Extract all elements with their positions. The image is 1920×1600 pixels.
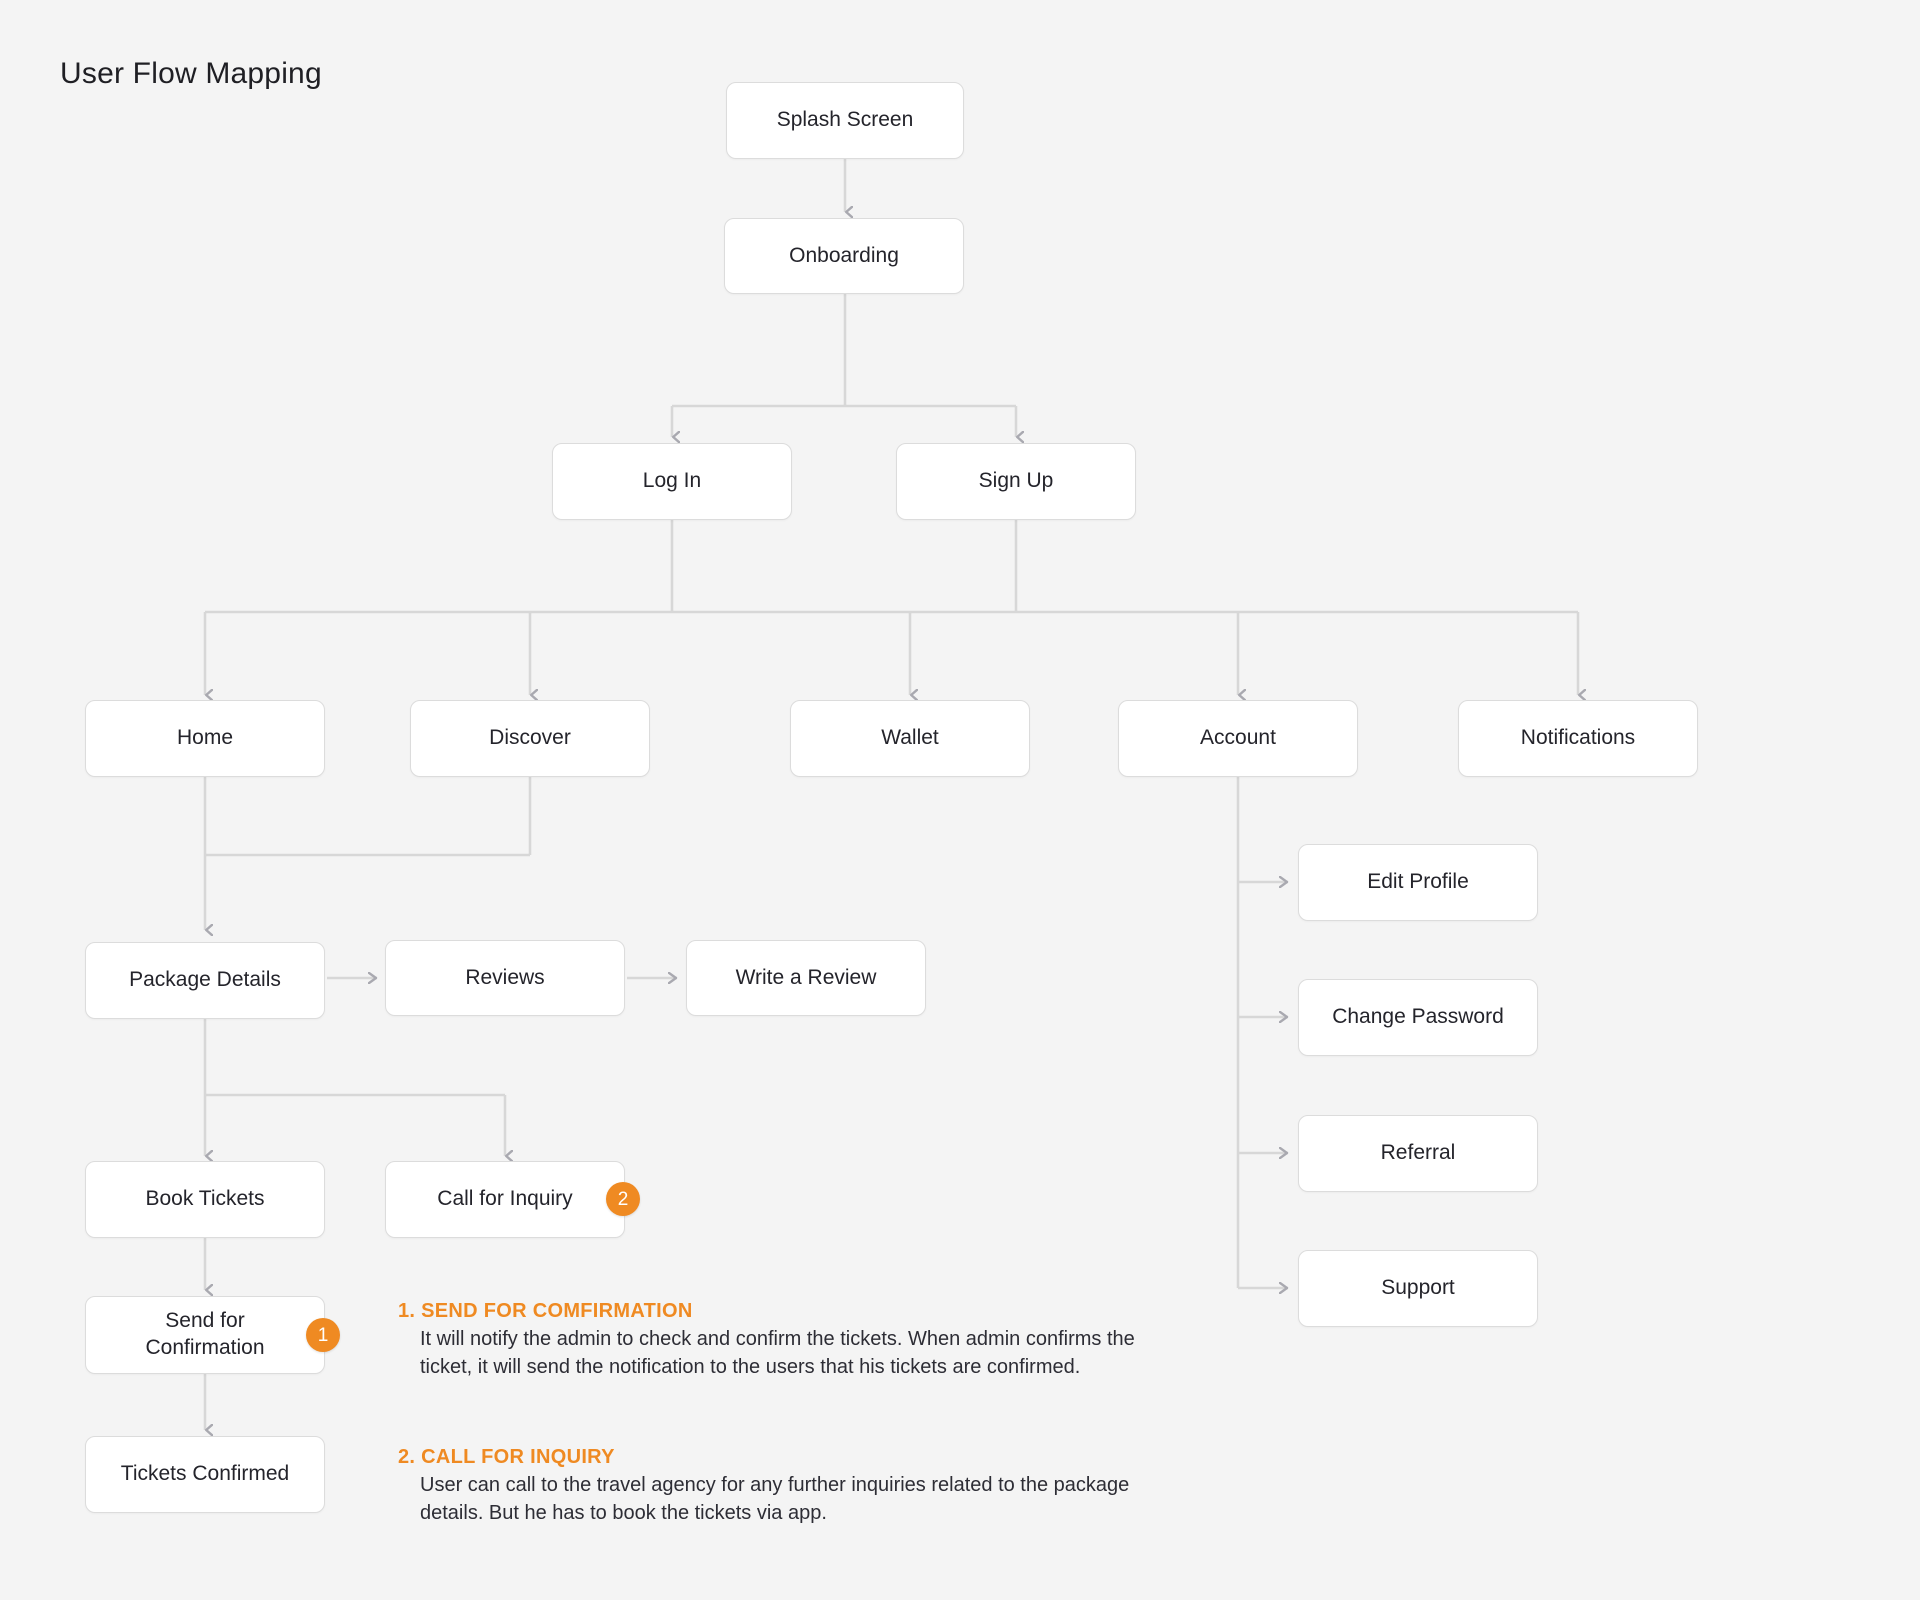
badge-call-for-inquiry: 2 [606,1182,640,1216]
note-title: 2. CALL FOR INQUIRY [398,1446,615,1468]
badge-value: 2 [617,1188,629,1210]
node-label: Call for Inquiry [437,1187,573,1211]
node-wallet[interactable]: Wallet [790,700,1030,777]
node-label: Splash Screen [776,108,914,132]
node-label: Account [1200,726,1276,750]
node-label: Home [176,726,234,750]
node-log-in[interactable]: Log In [552,443,792,520]
node-label: Edit Profile [1367,870,1469,894]
node-label: Onboarding [789,243,899,267]
node-package-details[interactable]: Package Details [85,942,325,1019]
node-label: Change Password [1332,1005,1504,1029]
node-account[interactable]: Account [1118,700,1358,777]
note-title: 1. SEND FOR COMFIRMATION [398,1300,693,1322]
node-label: Write a Review [735,965,877,989]
node-send-for-confirmation[interactable]: Send for Confirmation [85,1296,325,1374]
node-label: Send for Confirmation [145,1309,265,1359]
badge-send-for-confirmation: 1 [306,1318,340,1352]
badge-value: 1 [317,1324,329,1346]
node-label: Notifications [1520,726,1636,750]
node-label: Discover [489,726,571,750]
node-reviews[interactable]: Reviews [385,940,625,1016]
node-label: Sign Up [978,469,1054,493]
node-notifications[interactable]: Notifications [1458,700,1698,777]
page-title: User Flow Mapping [60,57,322,90]
node-label: Tickets Confirmed [120,1462,290,1486]
node-label: Wallet [881,726,939,750]
node-book-tickets[interactable]: Book Tickets [85,1161,325,1238]
node-label: Log In [642,469,702,493]
node-sign-up[interactable]: Sign Up [896,443,1136,520]
node-discover[interactable]: Discover [410,700,650,777]
node-label: Book Tickets [145,1187,265,1211]
node-onboarding[interactable]: Onboarding [724,218,964,294]
node-label: Reviews [465,965,545,989]
node-splash-screen[interactable]: Splash Screen [726,82,964,159]
note-body: User can call to the travel agency for a… [420,1474,1130,1525]
node-tickets-confirmed[interactable]: Tickets Confirmed [85,1436,325,1513]
node-label: Referral [1380,1141,1456,1165]
node-home[interactable]: Home [85,700,325,777]
node-call-for-inquiry[interactable]: Call for Inquiry [385,1161,625,1238]
note-body: It will notify the admin to check and co… [420,1328,1135,1379]
node-edit-profile[interactable]: Edit Profile [1298,844,1538,921]
node-label: Support [1381,1276,1455,1300]
node-write-a-review[interactable]: Write a Review [686,940,926,1016]
node-referral[interactable]: Referral [1298,1115,1538,1192]
node-support[interactable]: Support [1298,1250,1538,1327]
node-change-password[interactable]: Change Password [1298,979,1538,1056]
note-send-for-confirmation: 1. SEND FOR COMFIRMATION It will notify … [398,1300,1188,1382]
node-label: Package Details [129,968,281,992]
note-call-for-inquiry: 2. CALL FOR INQUIRY User can call to the… [398,1446,1188,1528]
